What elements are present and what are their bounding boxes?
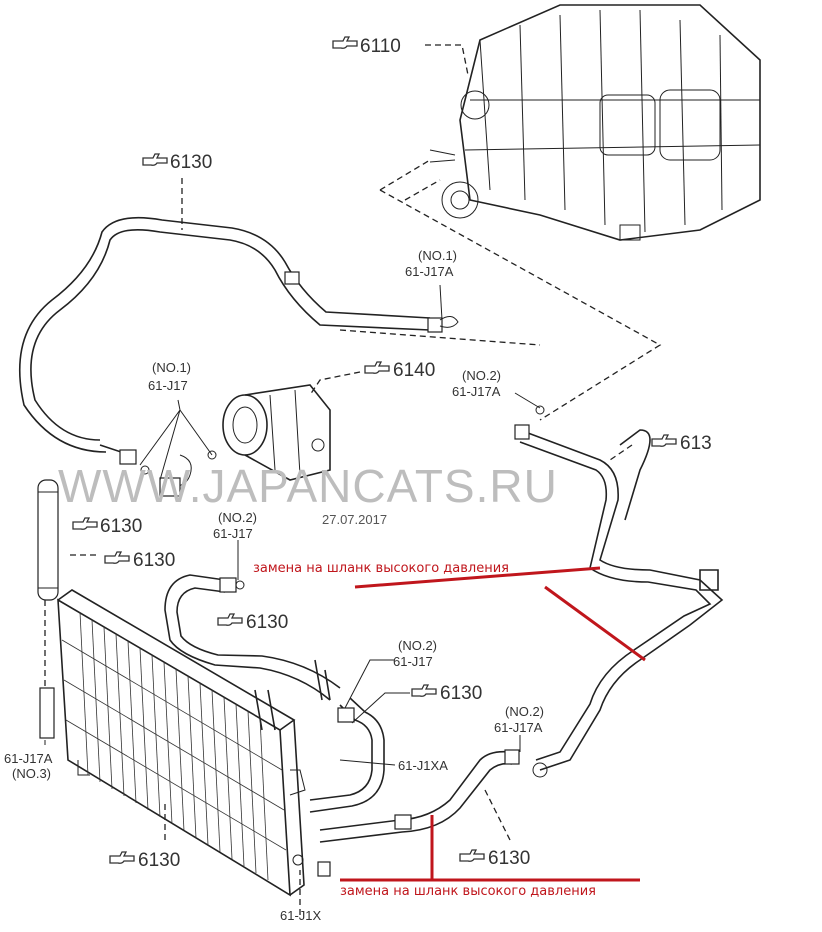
right-hose [514, 405, 724, 778]
svg-text:61-J1XA: 61-J1XA [398, 758, 448, 773]
svg-text:6130: 6130 [246, 612, 288, 633]
pointing-hand-icon [142, 153, 168, 166]
svg-text:6130: 6130 [138, 850, 180, 871]
condenser [39, 589, 305, 897]
svg-text:61-J17: 61-J17 [393, 654, 433, 669]
label-6130-bottom-right: 6130 [459, 848, 530, 869]
pointing-hand-icon [364, 361, 390, 374]
watermark: WWW.JAPANCATS.RU [58, 460, 558, 512]
svg-text:6110: 6110 [360, 36, 401, 57]
replacement-note-upper: замена на шланк высокого давления [253, 561, 509, 576]
replacement-markers [340, 566, 646, 882]
compressor-fittings [99, 444, 217, 497]
pointing-hand-icon [459, 849, 485, 862]
leader-lines [44, 44, 662, 915]
svg-text:61-J17A: 61-J17A [4, 751, 53, 766]
svg-text:(NO.2): (NO.2) [462, 368, 501, 383]
svg-text:(NO.3): (NO.3) [12, 766, 51, 781]
pointing-hand-icon [217, 613, 243, 626]
callout-no2-61-j17-lower: (NO.2) 61-J17 [393, 638, 437, 669]
svg-text:613: 613 [680, 433, 712, 454]
svg-text:6130: 6130 [170, 152, 212, 173]
callout-61-j1x: 61-J1X [280, 908, 322, 923]
svg-text:6130: 6130 [100, 516, 142, 537]
pointing-hand-icon [411, 684, 437, 697]
label-6130-top: 6130 [142, 152, 212, 173]
label-6130-left-a: 6130 [72, 516, 142, 537]
svg-text:6140: 6140 [393, 360, 435, 381]
pointing-hand-icon [109, 851, 135, 864]
svg-text:(NO.1): (NO.1) [418, 248, 457, 263]
callout-61-j17a-no3: 61-J17A (NO.3) [4, 751, 53, 781]
callout-no1-61-j17: (NO.1) 61-J17 [148, 360, 191, 393]
callout-no2-61-j17a-lower: (NO.2) 61-J17A [494, 704, 544, 735]
pointing-hand-icon [651, 434, 677, 447]
callout-61-j1xa: 61-J1XA [398, 758, 448, 773]
svg-text:(NO.2): (NO.2) [398, 638, 437, 653]
svg-text:61-J17: 61-J17 [213, 526, 253, 541]
middle-hose [164, 574, 341, 731]
pointing-hand-icon [104, 551, 130, 564]
svg-text:61-J1X: 61-J1X [280, 908, 322, 923]
callout-no1-61-j17a-top: (NO.1) 61-J17A [405, 248, 457, 279]
upper-hose [18, 216, 459, 453]
date-stamp: 27.07.2017 [322, 512, 387, 527]
svg-text:(NO.2): (NO.2) [505, 704, 544, 719]
lower-hoses [289, 659, 520, 877]
replacement-note-lower: замена на шланк высокого давления [340, 884, 596, 899]
compressor [222, 384, 331, 481]
receiver-drier [37, 479, 59, 601]
callout-leaders [44, 284, 541, 766]
callout-no2-61-j17-mid: (NO.2) 61-J17 [213, 510, 257, 541]
svg-text:61-J17A: 61-J17A [452, 384, 501, 399]
label-6130-bottom-left: 6130 [109, 850, 180, 871]
svg-text:(NO.2): (NO.2) [218, 510, 257, 525]
label-6130-center: 6130 [411, 683, 482, 704]
label-6130-mid: 6130 [217, 612, 288, 633]
svg-text:61-J17A: 61-J17A [494, 720, 543, 735]
label-613-right: 613 [651, 433, 712, 454]
svg-text:6130: 6130 [440, 683, 482, 704]
label-6130-left-b: 6130 [104, 550, 175, 571]
svg-text:6130: 6130 [133, 550, 175, 571]
pointing-hand-icon [72, 517, 98, 530]
label-6140: 6140 [364, 360, 435, 381]
pointing-hand-icon [332, 36, 358, 49]
svg-text:6130: 6130 [488, 848, 530, 869]
callout-no2-61-j17a-right: (NO.2) 61-J17A [452, 368, 501, 399]
svg-text:(NO.1): (NO.1) [152, 360, 191, 375]
svg-text:61-J17: 61-J17 [148, 378, 188, 393]
hvac-unit [429, 4, 761, 241]
svg-text:61-J17A: 61-J17A [405, 264, 454, 279]
label-6110: 6110 [332, 36, 401, 57]
